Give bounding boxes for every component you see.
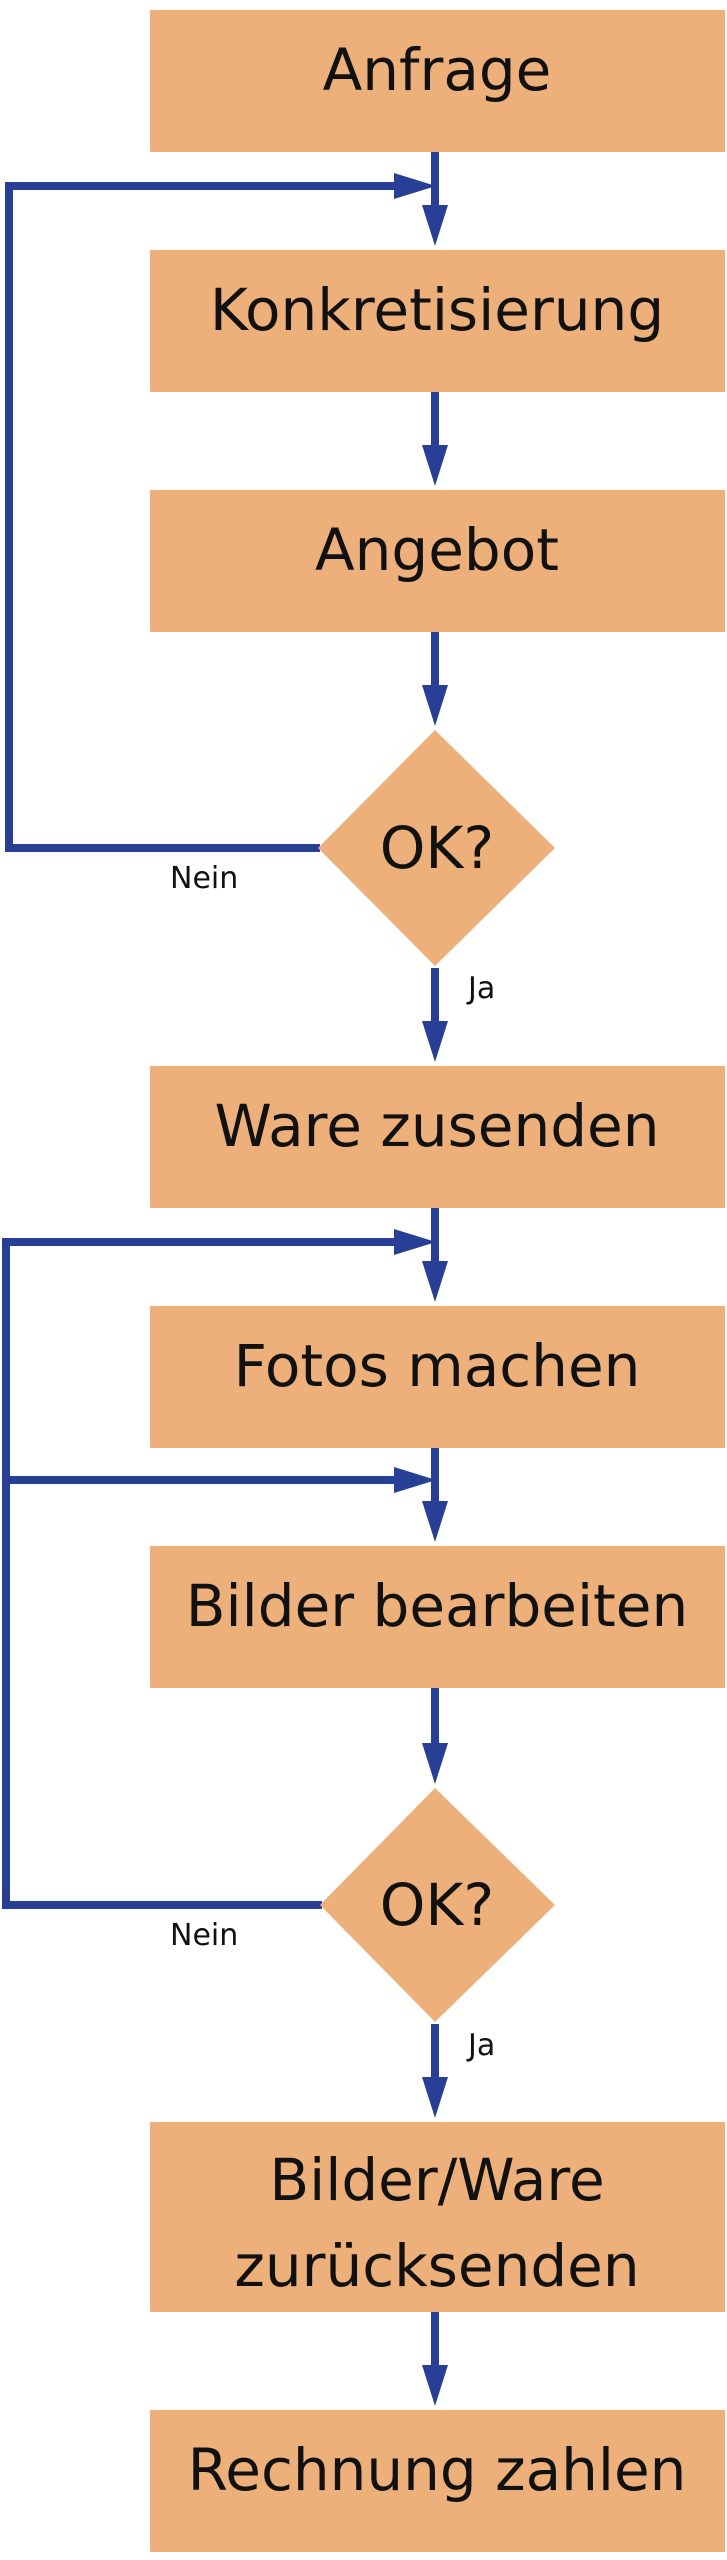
decision-diamond [318, 730, 555, 966]
decision-diamond [320, 1788, 555, 2022]
step-angebot: Angebot [150, 490, 725, 632]
loop-connector-ok-1 [5, 182, 398, 852]
step-konkretisierung: Konkretisierung [150, 250, 725, 392]
step-label: Fotos machen [234, 1332, 641, 1400]
step-box [150, 2122, 725, 2312]
connectors [2, 152, 439, 2382]
step-label: Rechnung zahlen [188, 2436, 687, 2504]
step-label-line-1: Bilder/Ware [269, 2146, 604, 2214]
step-label: Anfrage [323, 36, 552, 104]
step-box [150, 490, 725, 632]
decision-label: OK? [380, 814, 494, 882]
arrowhead-down [422, 685, 448, 726]
arrowhead-down [422, 445, 448, 486]
arrowhead-down [422, 1021, 448, 1062]
step-label: Bilder bearbeiten [186, 1572, 689, 1640]
yes-label: Ja [466, 2028, 495, 2063]
decision-label: OK? [380, 1871, 494, 1939]
step-label: Konkretisierung [210, 276, 664, 344]
yes-label: Ja [466, 971, 495, 1006]
step-box [150, 250, 725, 392]
arrowhead-down [422, 1501, 448, 1542]
step-box [150, 1546, 725, 1688]
step-rechnung-zahlen: Rechnung zahlen [150, 2410, 725, 2552]
step-label: Ware zusenden [215, 1092, 660, 1160]
arrowheads [394, 173, 448, 2406]
step-fotos-machen: Fotos machen [150, 1306, 725, 1448]
loop-connector-ok-2 [2, 1238, 398, 1909]
decision-ok-2: OK? Nein Ja [170, 1788, 555, 2063]
arrowhead-down [422, 2077, 448, 2118]
step-box [150, 1306, 725, 1448]
arrowhead-right [394, 173, 436, 199]
step-anfrage: Anfrage [150, 10, 725, 152]
arrowhead-right [394, 1467, 436, 1493]
step-ware-zusenden: Ware zusenden [150, 1066, 725, 1208]
step-box [150, 10, 725, 152]
step-label-line-2: zurücksenden [234, 2232, 639, 2300]
step-bilder-ware-zuruecksenden: Bilder/Ware zurücksenden [150, 2122, 725, 2312]
arrowhead-down [422, 1261, 448, 1302]
no-label: Nein [170, 861, 238, 896]
no-label: Nein [170, 1918, 238, 1953]
decision-ok-1: OK? Nein Ja [170, 730, 555, 1006]
step-bilder-bearbeiten: Bilder bearbeiten [150, 1546, 725, 1688]
arrowhead-right [394, 1229, 436, 1255]
arrowhead-down [422, 1743, 448, 1784]
step-box [150, 1066, 725, 1208]
step-label: Angebot [315, 516, 559, 584]
arrowhead-down [422, 2365, 448, 2406]
arrowhead-down [422, 205, 448, 246]
step-box [150, 2410, 725, 2552]
